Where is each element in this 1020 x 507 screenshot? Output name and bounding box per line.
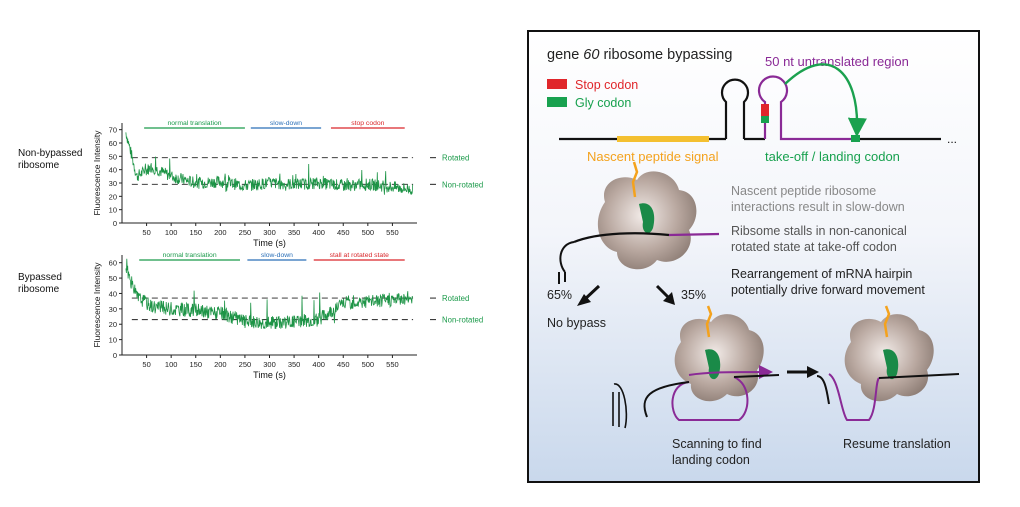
- x-tick-label: 200: [214, 228, 227, 237]
- state-label: Non-rotated: [442, 180, 483, 189]
- landing-codon-mark: [851, 135, 860, 142]
- bypass-diagram-panel: gene 60 ribosome bypassing 50 nt untrans…: [527, 30, 980, 483]
- gly-codon-swatch: [547, 97, 567, 107]
- x-tick-label: 100: [165, 228, 178, 237]
- x-tick-label: 150: [189, 360, 202, 369]
- x-tick-label: 350: [288, 360, 301, 369]
- x-tick-label: 550: [386, 228, 399, 237]
- y-tick-label: 10: [109, 336, 117, 345]
- intensity-trace: [125, 132, 414, 196]
- bypass-diagram: gene 60 ribosome bypassing 50 nt untrans…: [547, 47, 960, 467]
- ribosome-stalled: [558, 161, 720, 284]
- x-axis-label: Time (s): [253, 370, 286, 380]
- y-axis-label: Fluorescence Intensity: [92, 130, 102, 216]
- ellipsis: ...: [947, 132, 957, 146]
- takeoff-codon-mark: [761, 116, 769, 123]
- y-tick-label: 20: [109, 192, 117, 201]
- x-tick-label: 150: [189, 228, 202, 237]
- intensity-trace: [125, 258, 414, 329]
- phase-label: slow-down: [261, 252, 293, 259]
- y-tick-label: 50: [109, 274, 117, 283]
- top-chart: 0 10 20 30 40 50 60 70 50 100 150 200 250 300 350 400 45…: [92, 120, 483, 248]
- no-bypass-label: No bypass: [547, 316, 606, 330]
- resume-label: Resume translation: [843, 437, 951, 451]
- row2-label: Bypassed ribosome: [18, 272, 62, 295]
- y-tick-label: 0: [113, 351, 117, 360]
- utr-label: 50 nt untranslated region: [765, 54, 909, 69]
- nascent-signal-bar: [617, 136, 709, 142]
- y-tick-label: 30: [109, 305, 117, 314]
- bottom-chart: 0 10 20 30 40 50 60 50 100 150 200 250 300 350 400 450 5…: [92, 252, 483, 380]
- x-tick-label: 450: [337, 228, 350, 237]
- x-tick-label: 50: [142, 360, 150, 369]
- state-label: Rotated: [442, 294, 469, 303]
- ribosome-resume: [816, 305, 960, 421]
- x-tick-label: 400: [312, 360, 325, 369]
- x-tick-label: 250: [239, 360, 252, 369]
- y-tick-label: 50: [109, 152, 117, 161]
- y-tick-label: 20: [109, 320, 117, 329]
- ribosome-scanning: [612, 305, 780, 429]
- y-tick-label: 40: [109, 289, 117, 298]
- pct-bypass: 35%: [681, 288, 706, 302]
- x-tick-label: 550: [386, 360, 399, 369]
- x-tick-label: 50: [142, 228, 150, 237]
- pct-no-bypass: 65%: [547, 288, 572, 302]
- x-tick-label: 300: [263, 360, 276, 369]
- x-tick-label: 200: [214, 360, 227, 369]
- y-tick-label: 10: [109, 206, 117, 215]
- x-tick-label: 400: [312, 228, 325, 237]
- x-tick-label: 100: [165, 360, 178, 369]
- y-tick-label: 40: [109, 166, 117, 175]
- row1-label: Non-bypassed ribosome: [18, 148, 83, 171]
- diagram-title: gene 60 ribosome bypassing: [547, 47, 732, 63]
- state-label: Rotated: [442, 154, 469, 163]
- phase-label: stop codon: [351, 120, 384, 127]
- legend-stop: Stop codon: [575, 78, 638, 92]
- x-axis-label: Time (s): [253, 238, 286, 248]
- y-tick-label: 60: [109, 259, 117, 268]
- phase-label: stall at rotated state: [330, 252, 390, 259]
- y-tick-label: 70: [109, 126, 117, 135]
- x-tick-label: 350: [288, 228, 301, 237]
- bypass-arrow: [784, 63, 868, 138]
- x-tick-label: 250: [239, 228, 252, 237]
- phase-label: normal translation: [168, 120, 222, 127]
- stop-codon-mark: [761, 104, 769, 116]
- y-axis-label: Fluorescence Intensity: [92, 262, 102, 348]
- nascent-label: Nascent peptide signal: [587, 149, 719, 164]
- y-tick-label: 0: [113, 219, 117, 228]
- x-tick-label: 300: [263, 228, 276, 237]
- y-tick-label: 60: [109, 139, 117, 148]
- stop-codon-swatch: [547, 79, 567, 89]
- phase-label: slow-down: [270, 120, 302, 127]
- state-label: Non-rotated: [442, 316, 483, 325]
- phase-label: normal translation: [163, 252, 217, 259]
- legend-gly: Gly codon: [575, 96, 631, 110]
- x-tick-label: 500: [362, 228, 375, 237]
- takeoff-label: take-off / landing codon: [765, 149, 900, 164]
- y-tick-label: 30: [109, 179, 117, 188]
- mrna-schematic: [559, 63, 941, 142]
- x-tick-label: 450: [337, 360, 350, 369]
- x-tick-label: 500: [362, 360, 375, 369]
